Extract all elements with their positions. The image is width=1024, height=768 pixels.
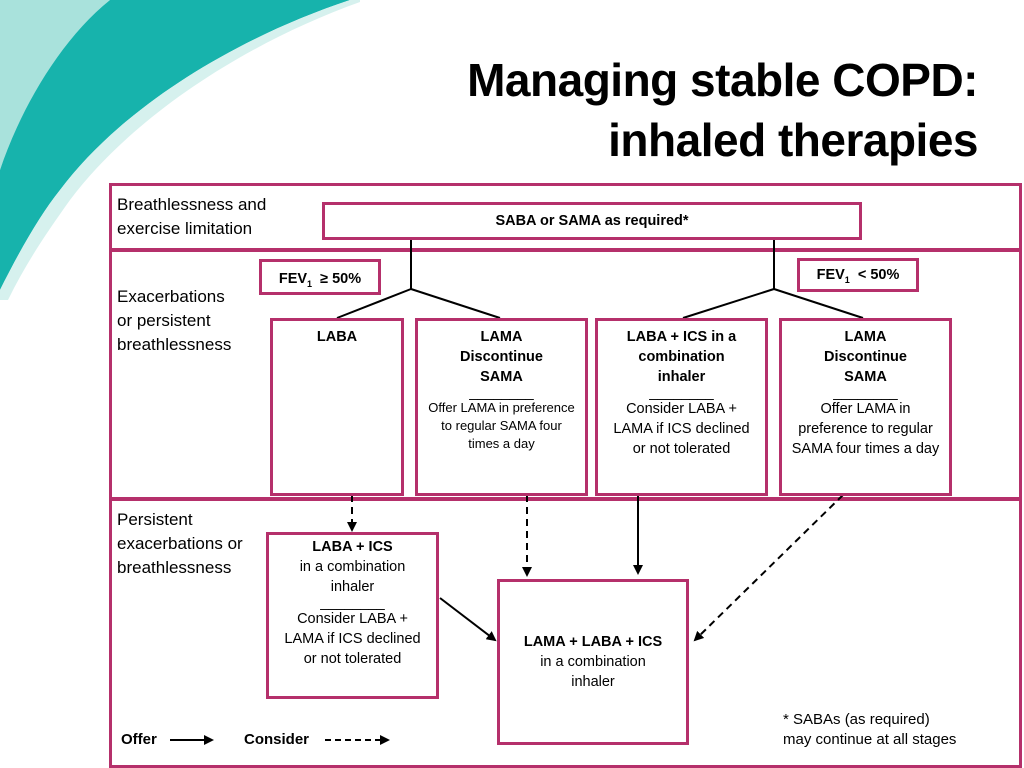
laba-ics-box: LABA + ICS in a combination inhaler ____… — [595, 318, 768, 496]
row-label-1: Breathlessness and exercise limitation — [117, 195, 267, 238]
title-line-2: inhaled therapies — [608, 114, 978, 166]
fev-high-box: FEV1 ≥ 50% — [259, 259, 381, 295]
lama-high-box: LAMA Discontinue SAMA ________ Offer LAM… — [415, 318, 588, 496]
lama-low-box: LAMA Discontinue SAMA ________ Offer LAM… — [779, 318, 952, 496]
legend-offer: Offer — [121, 731, 157, 748]
legend-consider: Consider — [244, 731, 310, 748]
footnote: * SABAs (as required) may continue at al… — [783, 711, 957, 748]
page-title: Managing stable COPD: inhaled therapies — [338, 50, 978, 170]
row-label-2: Exacerbations or persistent breathlessne… — [117, 287, 232, 354]
corner-decoration — [0, 0, 360, 300]
saba-sama-box: SABA or SAMA as required* — [322, 202, 862, 240]
triple-therapy-box: LAMA + LABA + ICS in a combination inhal… — [497, 579, 689, 745]
laba-box: LABA — [270, 318, 404, 496]
title-line-1: Managing stable COPD: — [467, 54, 978, 106]
row-band-3 — [109, 498, 1022, 768]
fev-low-box: FEV1 < 50% — [797, 258, 919, 292]
row-label-3: Persistent exacerbations or breathlessne… — [117, 510, 243, 577]
laba-ics-combo-box: LABA + ICS in a combination inhaler ____… — [266, 532, 439, 699]
